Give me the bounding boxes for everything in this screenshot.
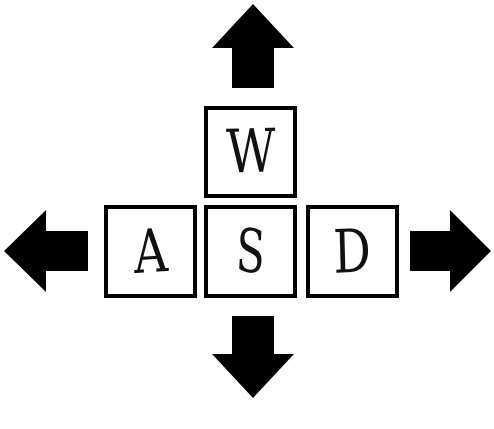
key-a: A [104, 205, 197, 298]
key-w-label: W [225, 116, 276, 188]
key-w: W [204, 106, 297, 198]
key-s-label: S [234, 215, 267, 288]
arrow-up-icon [212, 4, 294, 88]
key-s: S [204, 205, 297, 298]
arrow-left-icon [4, 210, 88, 292]
key-d: D [306, 205, 399, 298]
key-d-label: D [332, 215, 373, 288]
arrow-right-icon [410, 210, 491, 292]
arrow-down-icon [212, 316, 294, 398]
key-a-label: A [132, 215, 169, 288]
